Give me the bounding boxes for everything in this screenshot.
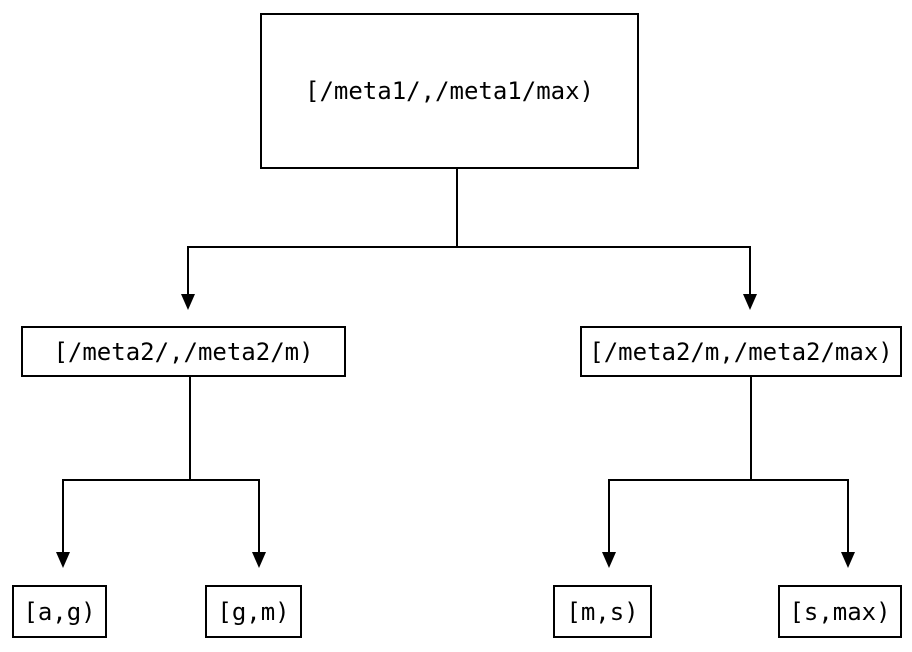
node-left-child-range-label: [/meta2/,/meta2/m) bbox=[53, 337, 314, 366]
node-root-range-label: [/meta1/,/meta1/max) bbox=[305, 77, 594, 105]
node-leaf-range-smax: [s,max) bbox=[778, 585, 902, 638]
node-root-range: [/meta1/,/meta1/max) bbox=[260, 13, 639, 169]
node-right-child-range-label: [/meta2/m,/meta2/max) bbox=[589, 337, 893, 366]
node-leaf-range-ms: [m,s) bbox=[553, 585, 652, 638]
arrowhead-down-icon bbox=[252, 552, 266, 568]
node-leaf-range-gm: [g,m) bbox=[205, 585, 302, 638]
node-right-child-range: [/meta2/m,/meta2/max) bbox=[580, 326, 902, 377]
node-leaf-range-ag: [a,g) bbox=[12, 585, 107, 638]
node-leaf-range-ms-label: [m,s) bbox=[566, 597, 639, 626]
arrowhead-down-icon bbox=[181, 294, 195, 310]
arrowhead-down-icon bbox=[56, 552, 70, 568]
node-leaf-range-smax-label: [s,max) bbox=[789, 597, 891, 626]
arrowhead-down-icon bbox=[602, 552, 616, 568]
node-left-child-range: [/meta2/,/meta2/m) bbox=[21, 326, 346, 377]
arrowhead-down-icon bbox=[743, 294, 757, 310]
node-leaf-range-gm-label: [g,m) bbox=[217, 597, 290, 626]
node-leaf-range-ag-label: [a,g) bbox=[23, 597, 96, 626]
arrowhead-down-icon bbox=[841, 552, 855, 568]
